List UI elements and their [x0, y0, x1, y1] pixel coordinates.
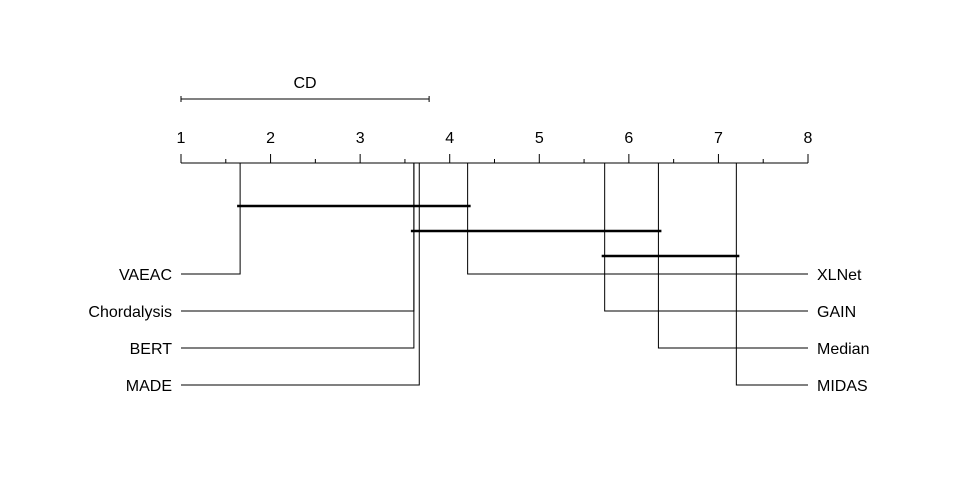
method-label: MIDAS — [817, 378, 868, 395]
method-connector — [735, 163, 808, 386]
rank-axis: 1 2 3 4 5 6 7 8 — [177, 130, 813, 164]
cd-bar-group: CD — [180, 75, 430, 102]
method-connector — [604, 163, 808, 312]
method-label: BERT — [130, 341, 173, 358]
axis-tick-label: 7 — [714, 130, 723, 147]
method-connector — [181, 163, 420, 386]
method-label: Median — [817, 341, 869, 358]
method-label: MADE — [126, 378, 172, 395]
method-label: Chordalysis — [88, 304, 172, 321]
axis-tick-label: 6 — [624, 130, 633, 147]
axis-tick-label: 2 — [266, 130, 275, 147]
method-label: GAIN — [817, 304, 856, 321]
cliques-group — [237, 204, 740, 258]
method-connector — [181, 163, 241, 275]
cd-label: CD — [293, 75, 316, 92]
method-connector — [181, 163, 415, 349]
axis-tick-label: 3 — [356, 130, 365, 147]
method-connector — [181, 163, 415, 312]
method-label: VAEAC — [119, 267, 172, 284]
axis-tick-label: 5 — [535, 130, 544, 147]
method-connector — [467, 163, 808, 275]
method-label: XLNet — [817, 267, 862, 284]
axis-tick-label: 8 — [804, 130, 813, 147]
axis-tick-label: 1 — [177, 130, 186, 147]
method-connector — [657, 163, 808, 349]
axis-tick-label: 4 — [445, 130, 454, 147]
